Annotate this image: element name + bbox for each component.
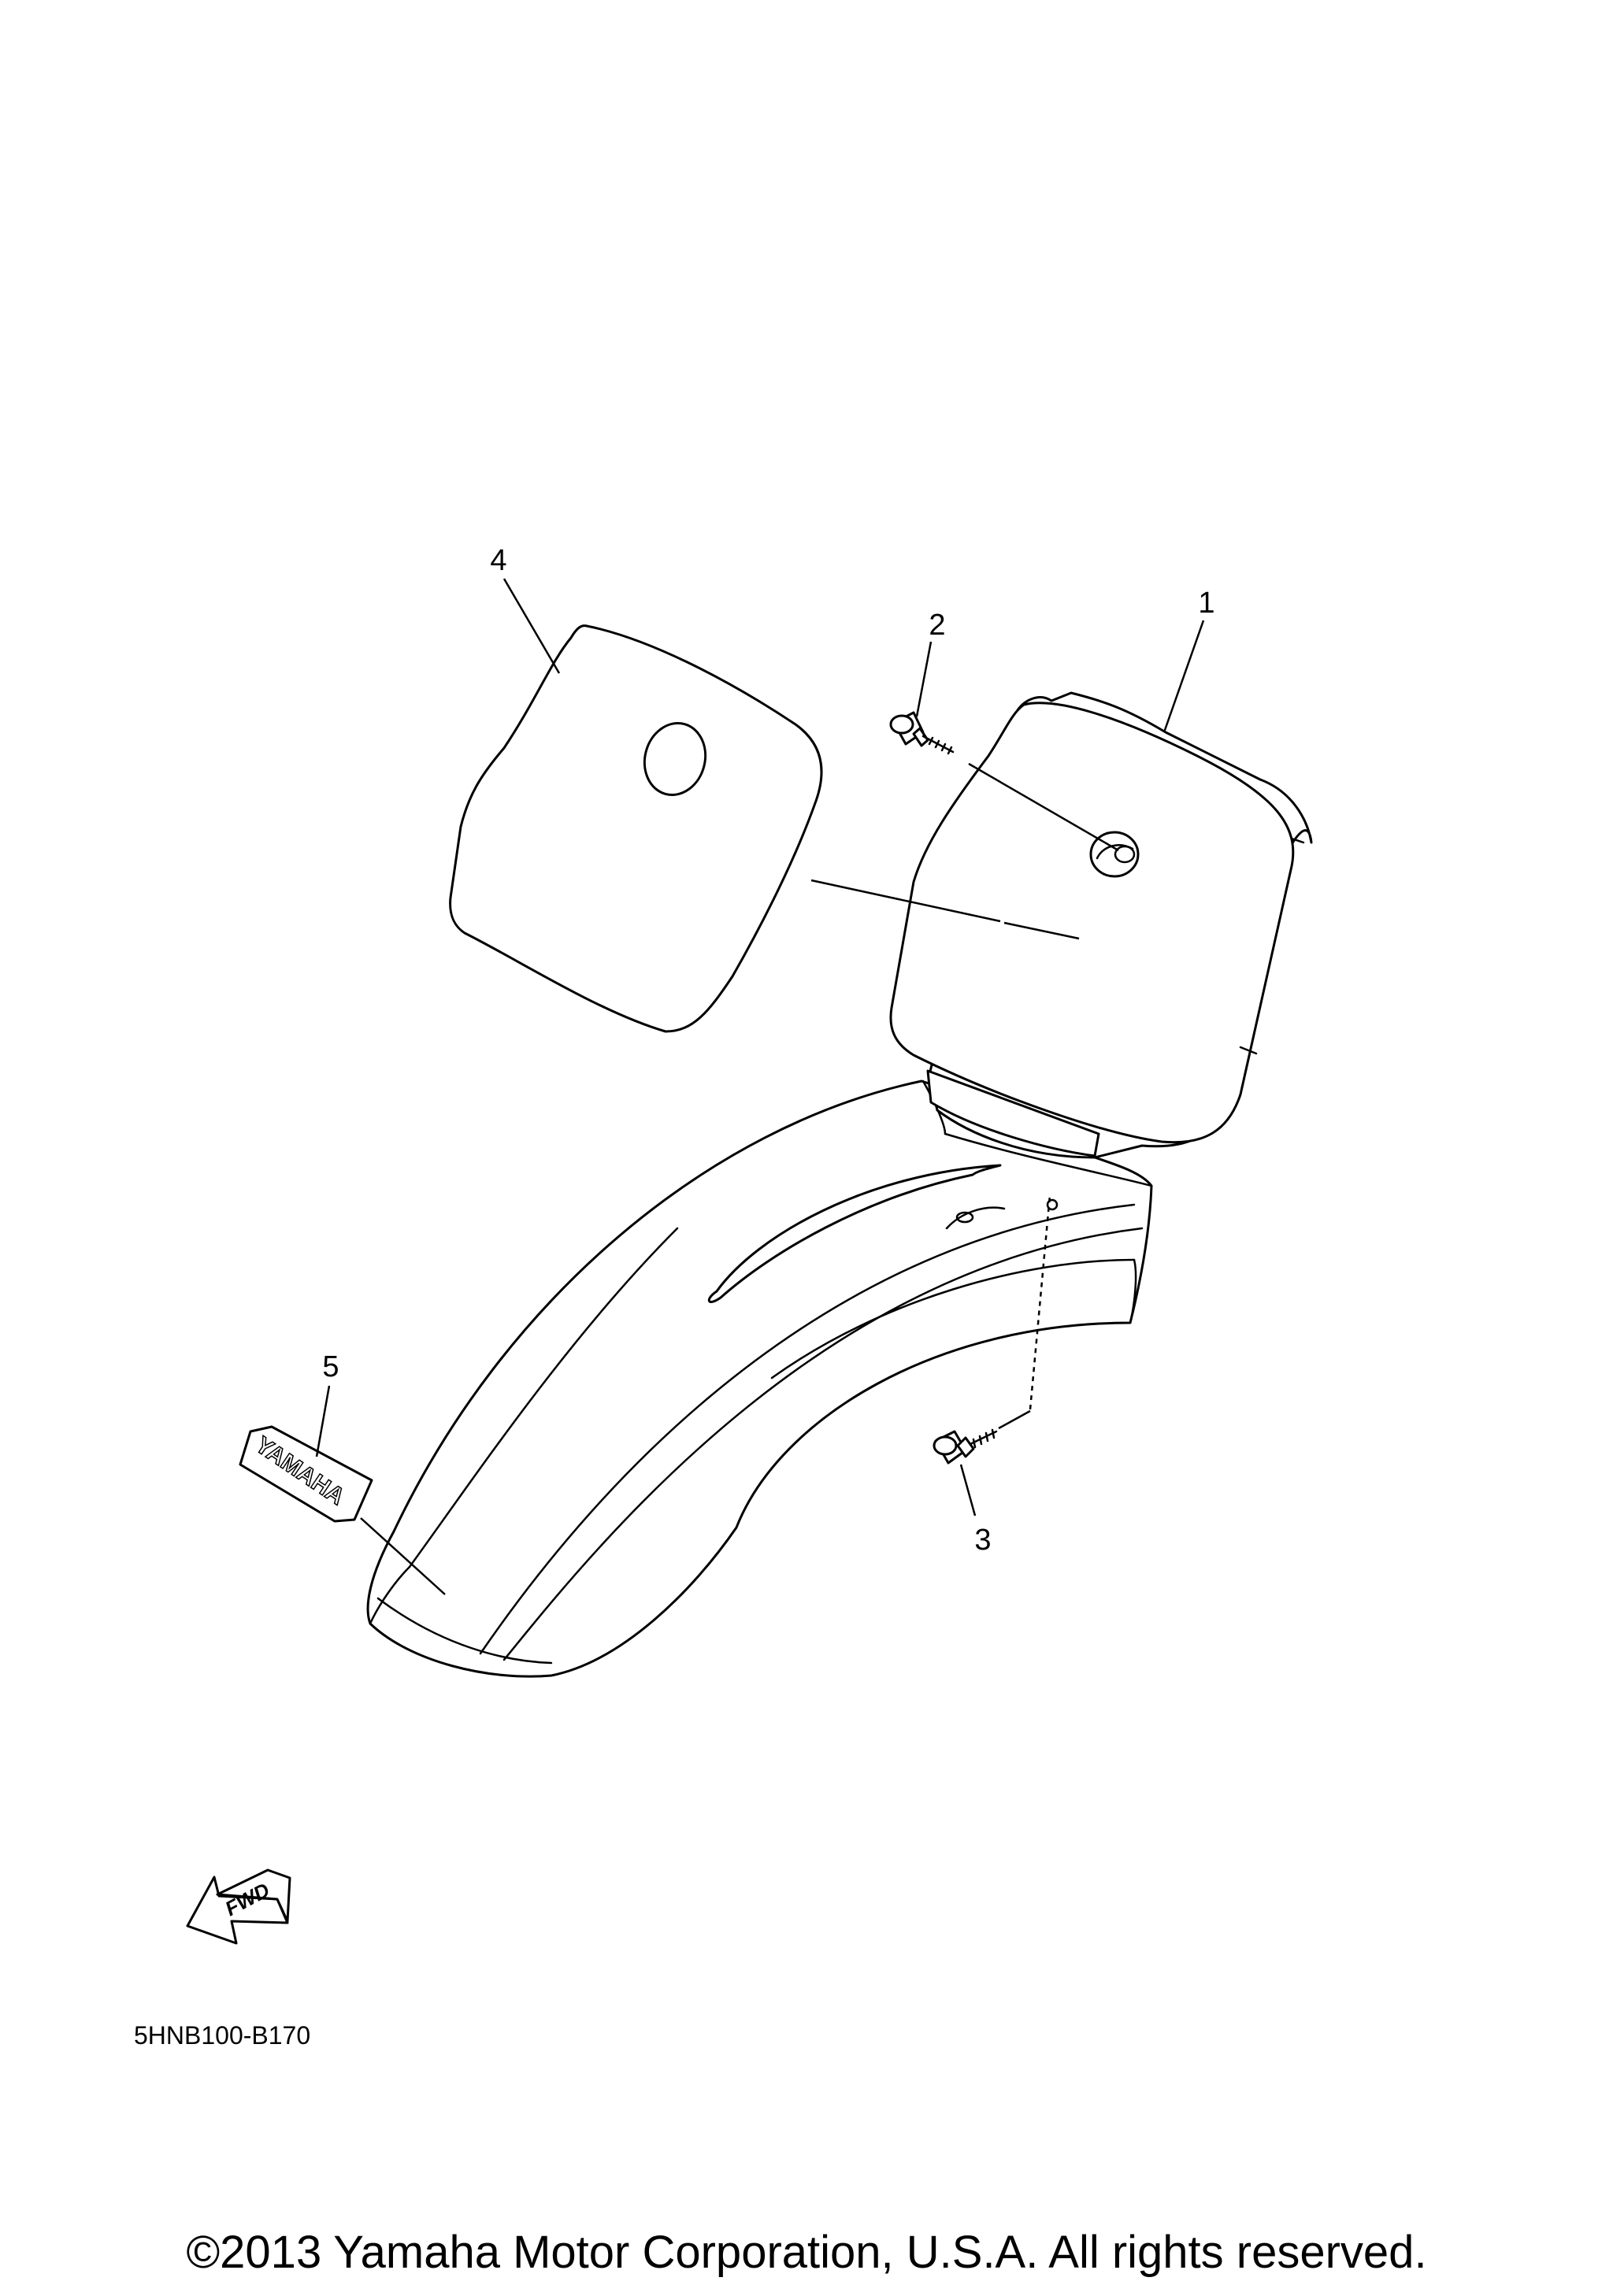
- diagram-code: 5HNB100-B170: [134, 2021, 310, 2050]
- callout-numbers: 1 2 3 4 5: [322, 544, 1214, 1557]
- fwd-arrow-icon: FWD: [186, 1868, 291, 1945]
- rear-fender[interactable]: [366, 1079, 1153, 1678]
- yamaha-decal[interactable]: YAMAHA: [239, 1425, 373, 1523]
- side-cover[interactable]: [889, 691, 1313, 1159]
- callout-2: 2: [929, 609, 945, 642]
- callout-5: 5: [322, 1350, 339, 1383]
- copyright-text: ©2013 Yamaha Motor Corporation, U.S.A. A…: [186, 2227, 1426, 2278]
- callout-4: 4: [490, 544, 506, 577]
- callout-1: 1: [1198, 587, 1214, 620]
- bolt-2[interactable]: [889, 711, 955, 755]
- side-cover-pad[interactable]: [449, 624, 823, 1033]
- leader-lines: [315, 578, 1205, 1595]
- callout-3: 3: [974, 1524, 991, 1557]
- bolt-3[interactable]: [933, 1428, 998, 1465]
